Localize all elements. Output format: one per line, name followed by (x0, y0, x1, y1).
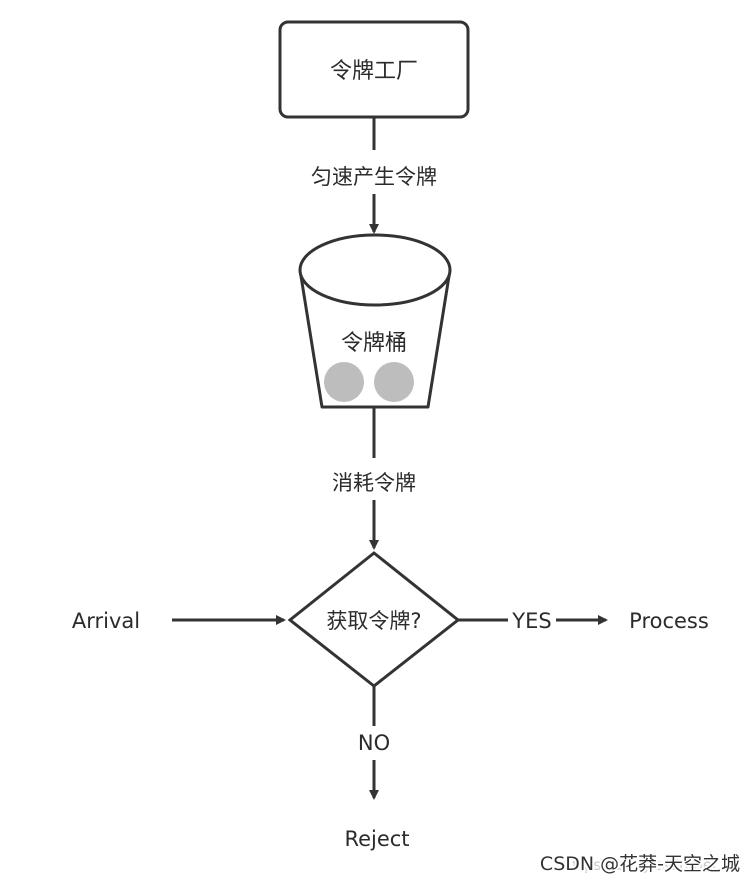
token-circle (374, 362, 414, 402)
reject-label: Reject (344, 827, 409, 851)
watermark-faint-url: https://blog.csdn.net (563, 856, 719, 874)
arrival-label: Arrival (72, 609, 140, 633)
process-label: Process (629, 609, 709, 633)
token-bucket-rim (298, 233, 452, 307)
edge-consume-label: 消耗令牌 (332, 471, 416, 495)
token-circle (324, 362, 364, 402)
edge-yes-label: YES (511, 609, 551, 633)
decision-label: 获取令牌? (326, 609, 421, 633)
edge-generate-label: 匀速产生令牌 (311, 165, 437, 189)
token-bucket-label: 令牌桶 (341, 331, 407, 356)
watermark-text: CSDN @花莽-天空之城 (540, 853, 740, 875)
token-factory-label: 令牌工厂 (330, 59, 418, 84)
edge-no-label: NO (358, 731, 390, 755)
